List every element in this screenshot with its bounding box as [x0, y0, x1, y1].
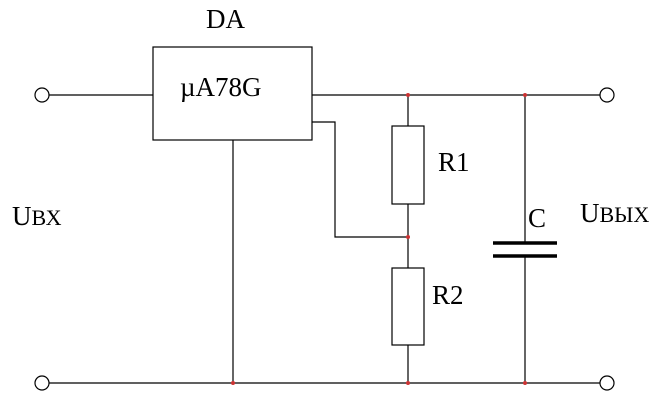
- input-voltage-symbol: U: [12, 201, 32, 231]
- wire-adjust: [312, 121, 408, 238]
- resistor-r1: [391, 125, 425, 205]
- junction-node: [523, 93, 527, 97]
- terminal-output-top: [599, 87, 615, 103]
- terminal-input-bottom: [34, 375, 50, 391]
- junction-node: [523, 381, 527, 385]
- output-voltage-label: UВЫХ: [580, 198, 649, 228]
- junction-node: [406, 235, 410, 239]
- junction-node: [231, 381, 235, 385]
- output-voltage-subscript: ВЫХ: [600, 202, 650, 227]
- junction-nodes: [231, 93, 527, 385]
- terminal-input-top: [34, 87, 50, 103]
- r2-label: R2: [432, 280, 464, 310]
- chip-part-label: µA78G: [180, 72, 262, 102]
- input-voltage-subscript: ВХ: [32, 205, 62, 230]
- resistor-r2: [391, 267, 425, 346]
- regulator-chip: [152, 46, 313, 141]
- junction-node: [406, 381, 410, 385]
- terminal-output-bottom: [599, 375, 615, 391]
- capacitor-label: C: [528, 203, 546, 233]
- wires: [49, 94, 600, 384]
- junction-node: [406, 93, 410, 97]
- output-voltage-symbol: U: [580, 198, 600, 228]
- chip-designator-label: DA: [206, 4, 245, 34]
- r1-label: R1: [438, 147, 470, 177]
- input-voltage-label: UВХ: [12, 201, 62, 231]
